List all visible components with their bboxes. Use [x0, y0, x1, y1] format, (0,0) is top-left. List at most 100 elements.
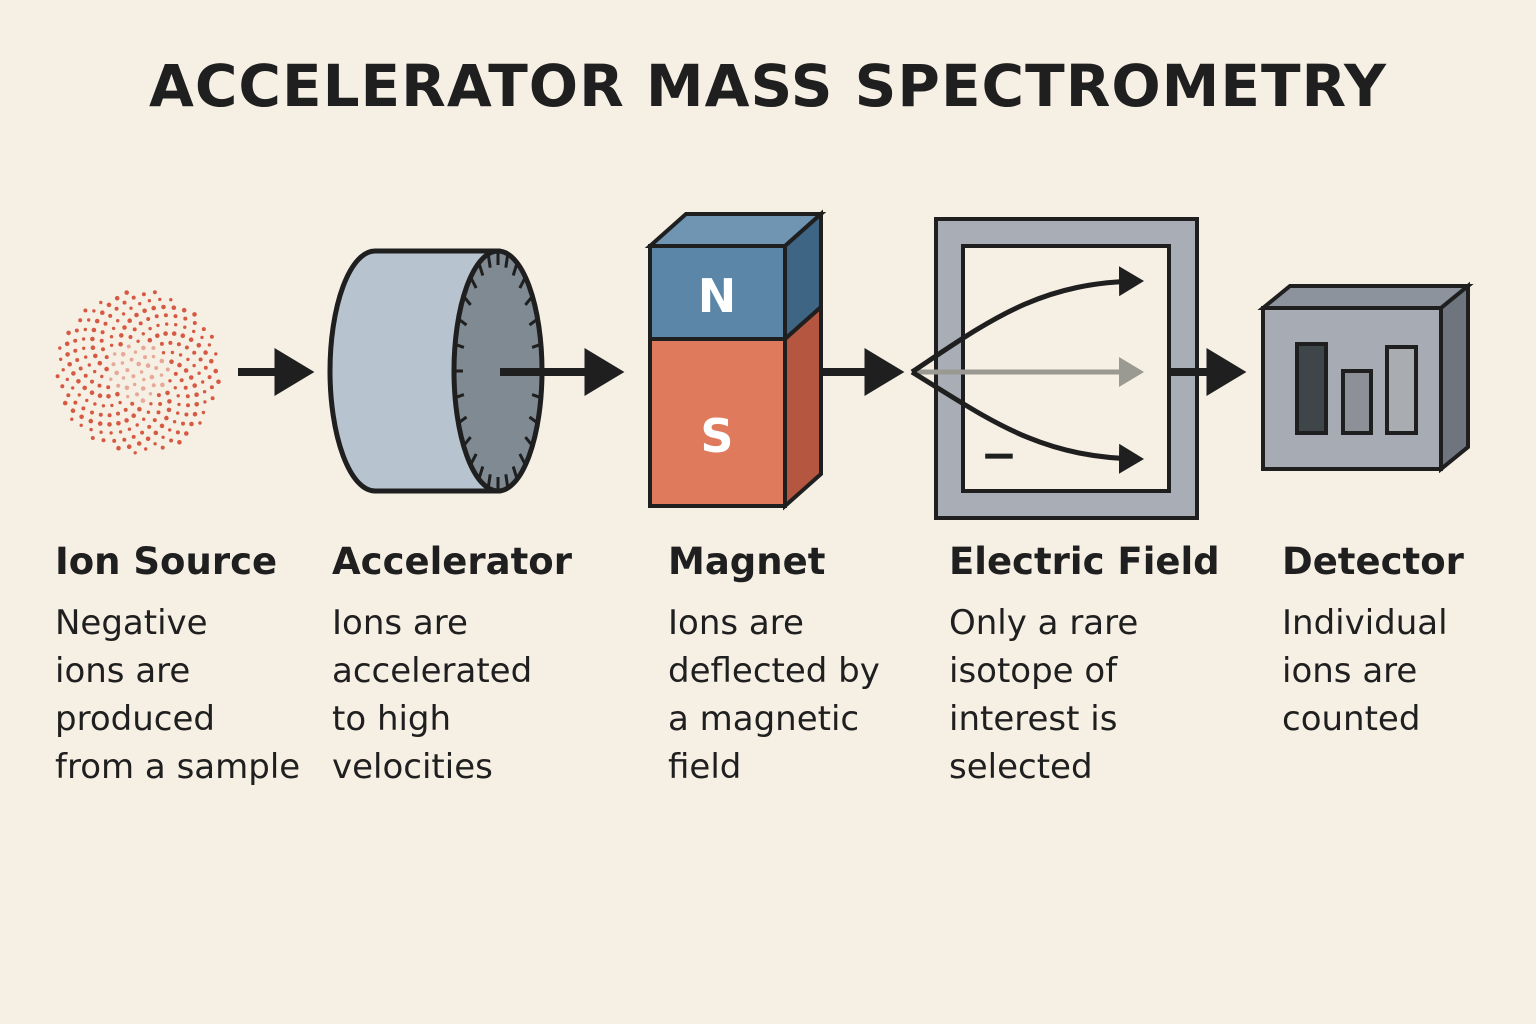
ion-dot [147, 424, 152, 429]
diagram-title: ACCELERATOR MASS SPECTROMETRY [148, 52, 1388, 120]
ion-dot [59, 357, 63, 361]
ion-dot [135, 423, 139, 427]
ion-dot [136, 361, 141, 367]
accelerator-tick [477, 262, 485, 276]
ion-dot [87, 363, 92, 367]
ion-dot [90, 410, 94, 415]
ion-dot [125, 368, 130, 373]
ion-dot [168, 428, 172, 432]
ion-dot [65, 352, 70, 357]
ion-dot [140, 430, 145, 435]
ion-dot [116, 383, 121, 388]
ion-dot [183, 325, 187, 329]
accelerator-tick [457, 415, 468, 425]
ion-dot [136, 339, 140, 343]
ion-dot [101, 438, 106, 443]
ion-dot [70, 408, 76, 414]
ion-dot [121, 312, 126, 316]
ion-dot [158, 402, 163, 406]
ion-dot [181, 307, 187, 313]
ion-dot [77, 393, 82, 397]
ion-dot [168, 340, 173, 345]
ion-dot [109, 431, 113, 435]
ion-dot [93, 369, 97, 374]
ion-dot [124, 418, 129, 423]
accelerator-tick [524, 295, 534, 306]
ion-dot [159, 341, 164, 346]
ion-dot [100, 330, 105, 335]
ion-dot [207, 343, 212, 347]
ion-dot [203, 400, 207, 404]
ion-dot [171, 305, 177, 311]
ion-dot [188, 337, 194, 343]
ion-dot [166, 407, 172, 413]
ion-dot [121, 376, 126, 380]
ion-dot [126, 444, 132, 450]
ion-dot [104, 366, 109, 372]
ion-dot [142, 417, 146, 421]
ion-dot [181, 421, 185, 426]
ion-dot [81, 406, 86, 411]
ion-dot [61, 368, 65, 372]
ion-dot [161, 351, 166, 355]
ion-dot [159, 373, 164, 377]
ion-dot [169, 359, 174, 365]
accelerator-tick [462, 295, 472, 306]
ion-dot [55, 374, 60, 379]
ion-dot [108, 313, 113, 318]
ion-dot [192, 321, 197, 325]
ion-dot [129, 306, 133, 310]
ion-dot [184, 431, 189, 436]
ion-dot [176, 394, 180, 398]
ion-dot [92, 309, 96, 313]
ion-dot [118, 342, 123, 347]
ion-dot [115, 391, 120, 397]
ion-dot [109, 343, 114, 347]
ion-dot [161, 435, 165, 439]
field-minus-sign: − [981, 430, 1018, 481]
ion-dot [202, 390, 207, 394]
ion-dot [165, 367, 170, 372]
ion-dot [149, 374, 155, 380]
ion-dot [126, 344, 131, 349]
ion-dot [174, 323, 178, 327]
stage-magnet: Magnet Ions are deflected by a magnetic … [668, 540, 880, 791]
ion-dot [176, 342, 181, 347]
ion-dot [124, 385, 130, 391]
ion-dot [116, 319, 120, 323]
ion-dot [131, 434, 136, 439]
ion-dot [114, 306, 119, 311]
ion-dot [203, 350, 208, 355]
ion-dot [164, 415, 169, 421]
accelerator-tick [457, 317, 468, 327]
ion-dot [213, 368, 218, 374]
ion-dot [160, 445, 165, 450]
ion-dot [151, 383, 156, 388]
ion-dot [203, 365, 208, 370]
ion-dot [194, 402, 199, 407]
ion-dot [201, 410, 206, 415]
accelerator-tick [462, 436, 472, 447]
ion-dot [179, 378, 184, 383]
ion-dot [118, 400, 122, 405]
ion-dot [89, 390, 95, 396]
ion-dot [131, 295, 136, 300]
ion-dot [141, 345, 146, 351]
electric-field-icon: − [910, 217, 1199, 520]
ion-dot [192, 350, 197, 355]
ion-dot [158, 297, 162, 302]
ion-dot [216, 379, 221, 385]
ion-dot [153, 430, 159, 436]
ion-dot [154, 314, 159, 319]
ion-dot [91, 327, 97, 333]
ion-dot [99, 338, 104, 343]
ion-dot [156, 323, 160, 328]
accelerator-tick [531, 393, 542, 400]
ion-dot [175, 430, 180, 435]
ion-dot [66, 393, 71, 398]
ion-dot [198, 357, 203, 362]
ion-dot [79, 414, 84, 420]
ion-dot [142, 308, 147, 314]
ion-dot [186, 403, 190, 408]
ion-dot [183, 316, 188, 321]
